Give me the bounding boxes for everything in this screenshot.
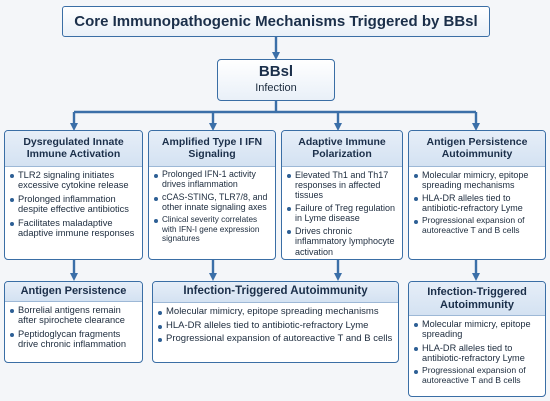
bullet-item: cCAS-STING, TLR7/8, and other innate sig…: [153, 192, 271, 213]
bullet-item: HLA-DR alleles tied to antibiotic-refrac…: [157, 320, 394, 332]
bullet-item: Clinical severity correlates with IFN-I …: [153, 215, 271, 243]
box-title: Antigen Persistence Autoimmunity: [409, 131, 545, 167]
bullet-item: Molecular mimicry, epitope spreading mec…: [157, 306, 394, 318]
box-infection-triggered-autoimmunity-center: Infection-Triggered Autoimmunity Molecul…: [152, 281, 399, 363]
box-infection-triggered-autoimmunity-right: Infection-Triggered Autoimmunity Molecul…: [408, 281, 546, 397]
bullet-item: Molecular mimicry, epitope spreading mec…: [413, 170, 541, 190]
bullet-item: Failure of Treg regulation in Lyme disea…: [286, 203, 398, 223]
title-box: Core Immunopathogenic Mechanisms Trigger…: [62, 6, 490, 37]
root-title: BBsl: [258, 63, 294, 80]
bullet-item: Progressional expansion of autoreactive …: [413, 365, 541, 385]
box-antigen-persistence: Antigen Persistence Borrelial antigens r…: [4, 281, 143, 363]
box-title: Adaptive Immune Polarization: [282, 131, 402, 167]
bullet-item: Facilitates maladaptive adaptive immune …: [9, 218, 138, 239]
bullet-item: Prolonged inflammation despite effective…: [9, 194, 138, 215]
diagram-title: Core Immunopathogenic Mechanisms Trigger…: [74, 13, 478, 30]
bullet-item: Progressional expansion of autoreactive …: [157, 334, 394, 345]
box-title: Infection-Triggered Autoimmunity: [409, 282, 545, 316]
box-title: Infection-Triggered Autoimmunity: [153, 282, 398, 303]
bullet-item: TLR2 signaling initiates excessive cytok…: [9, 170, 138, 191]
box-adaptive-polarization: Adaptive Immune Polarization Elevated Th…: [281, 130, 403, 260]
box-type-i-ifn: Amplified Type I IFN Signaling Prolonged…: [148, 130, 276, 260]
bullet-item: Borrelial antigens remain after spiroche…: [9, 305, 138, 326]
box-antigen-persistence-autoimmunity: Antigen Persistence Autoimmunity Molecul…: [408, 130, 546, 260]
box-title: Amplified Type I IFN Signaling: [149, 131, 275, 167]
bullet-item: Progressional expansion of autoreactive …: [413, 216, 541, 235]
box-title: Antigen Persistence: [5, 282, 142, 302]
bullet-item: Drives chronic inflammatory lymphocyte a…: [286, 226, 398, 257]
box-title: Dysregulated Innate Immune Activation: [5, 131, 142, 167]
box-innate-activation: Dysregulated Innate Immune Activation TL…: [4, 130, 143, 260]
root-subtitle: Infection: [255, 82, 297, 94]
root-node: BBsl Infection: [217, 59, 335, 101]
bullet-item: HLA-DR alleles tied to antibiotic-refrac…: [413, 343, 541, 364]
bullet-item: Molecular mimicry, epitope spreading: [413, 319, 541, 340]
bullet-item: Elevated Th1 and Th17 responses in affec…: [286, 170, 398, 200]
bullet-item: Peptidoglycan fragments drive chronic in…: [9, 329, 138, 350]
bullet-item: HLA-DR alleles tied to antibiotic-refrac…: [413, 193, 541, 213]
bullet-item: Prolonged IFN-1 activity drives inflamma…: [153, 169, 271, 190]
